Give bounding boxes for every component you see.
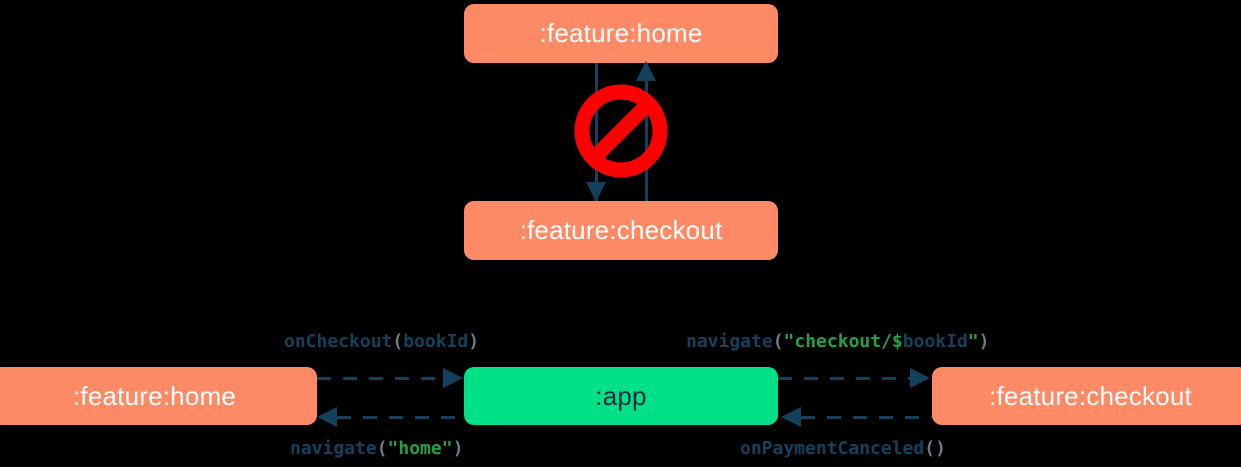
- edge-checkout-to-app-line: [801, 416, 932, 419]
- edge-label-navigate-home: navigate("home"): [290, 438, 463, 459]
- edge-home-to-app-arrowhead: [443, 368, 463, 388]
- edge-app-to-checkout-arrowhead: [910, 368, 930, 388]
- code-token-fn: navigate: [686, 331, 773, 352]
- edge-label-navigate-checkout: navigate("checkout/$bookId"): [686, 331, 989, 352]
- node-app[interactable]: :app: [464, 367, 778, 425]
- edge-label-on-checkout: onCheckout(bookId): [284, 331, 479, 352]
- edge-app-to-home-line: [337, 416, 464, 419]
- code-token-punct: (: [772, 331, 784, 352]
- code-token-punct: (: [392, 331, 404, 352]
- code-token-string: "home": [387, 438, 453, 459]
- node-feature-checkout-bottom[interactable]: :feature:checkout: [932, 367, 1241, 425]
- code-token-fn: onPaymentCanceled: [740, 438, 925, 459]
- edge-app-to-checkout-line: [778, 377, 912, 380]
- code-token-punct: ): [468, 331, 480, 352]
- code-token-fn: navigate: [290, 438, 377, 459]
- edge-app-to-home-arrowhead: [317, 407, 337, 427]
- edge-checkout-to-home-arrowhead: [636, 61, 656, 81]
- edge-checkout-to-app-arrowhead: [781, 407, 801, 427]
- code-token-ident: bookId: [902, 331, 968, 352]
- prohibition-sign-icon: [574, 84, 668, 178]
- code-token-string: ": [967, 331, 979, 352]
- code-token-fn: onCheckout: [284, 331, 393, 352]
- node-feature-home-bottom[interactable]: :feature:home: [0, 367, 317, 425]
- code-token-punct: ): [978, 331, 990, 352]
- edge-home-to-app-line: [317, 377, 445, 380]
- edge-home-to-checkout-line: [595, 63, 598, 201]
- edge-label-on-payment-canceled: onPaymentCanceled(): [740, 438, 946, 459]
- node-feature-checkout-top[interactable]: :feature:checkout: [464, 201, 778, 260]
- code-token-punct: ): [452, 438, 464, 459]
- code-token-ident: bookId: [403, 331, 469, 352]
- code-token-string: "checkout/$: [783, 331, 903, 352]
- edge-home-to-checkout-arrowhead: [586, 182, 606, 202]
- edge-checkout-to-home-line: [645, 63, 648, 201]
- code-token-punct: (: [376, 438, 388, 459]
- node-feature-home-top[interactable]: :feature:home: [464, 4, 778, 63]
- code-token-punct: (): [924, 438, 946, 459]
